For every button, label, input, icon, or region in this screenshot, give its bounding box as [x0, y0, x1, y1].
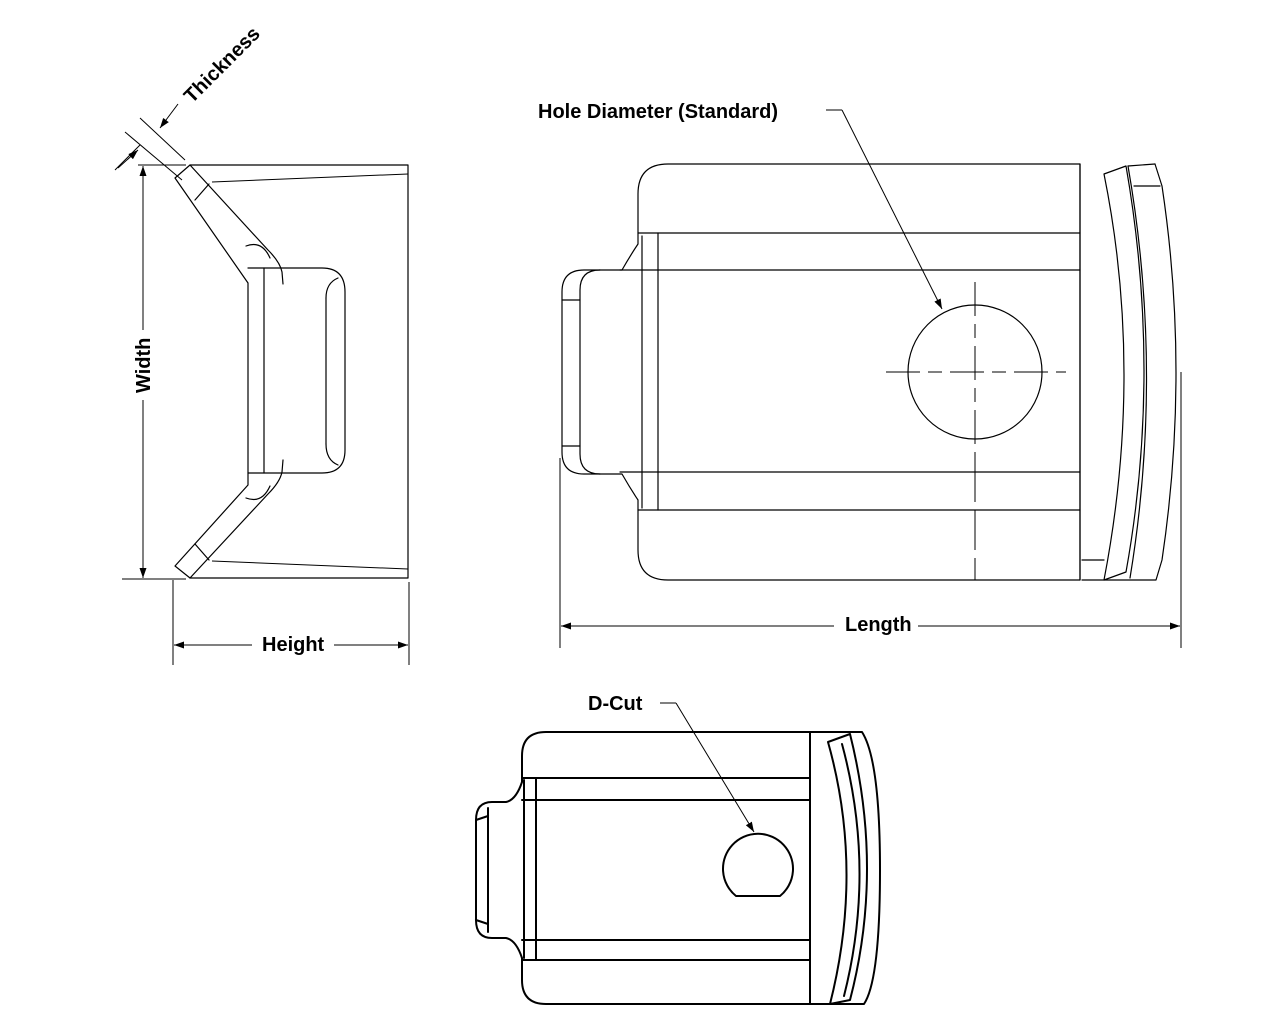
length-label: Length: [845, 614, 912, 636]
end-view-boss: [247, 267, 346, 474]
length-dimension: Length: [559, 372, 1182, 648]
top-view-body: [579, 163, 1081, 581]
hole-diameter-label: Hole Diameter (Standard): [538, 101, 778, 123]
end-view-lower-chamfer: [189, 459, 284, 579]
thickness-label: Thickness: [180, 23, 265, 108]
hole-diameter-callout: Hole Diameter (Standard): [538, 101, 943, 310]
top-view-blade-outer: [1081, 163, 1177, 581]
end-view-outline: [174, 164, 409, 579]
thickness-dimension: Thickness: [114, 23, 265, 181]
bottom-view-blade: [827, 733, 868, 1005]
height-dimension: Height: [172, 580, 410, 665]
height-label: Height: [262, 634, 325, 656]
d-cut-label: D-Cut: [588, 693, 643, 715]
top-view-blade-inner: [1103, 165, 1145, 581]
end-view-upper-chamfer: [189, 164, 284, 285]
bottom-view-body: [475, 731, 881, 1005]
d-cut-hole: [722, 832, 794, 897]
end-view: [174, 164, 409, 579]
d-cut-callout: D-Cut: [588, 693, 755, 833]
width-dimension: Width: [122, 164, 186, 580]
top-view: [561, 163, 1177, 581]
width-label: Width: [133, 338, 155, 393]
bottom-view: [475, 731, 881, 1005]
